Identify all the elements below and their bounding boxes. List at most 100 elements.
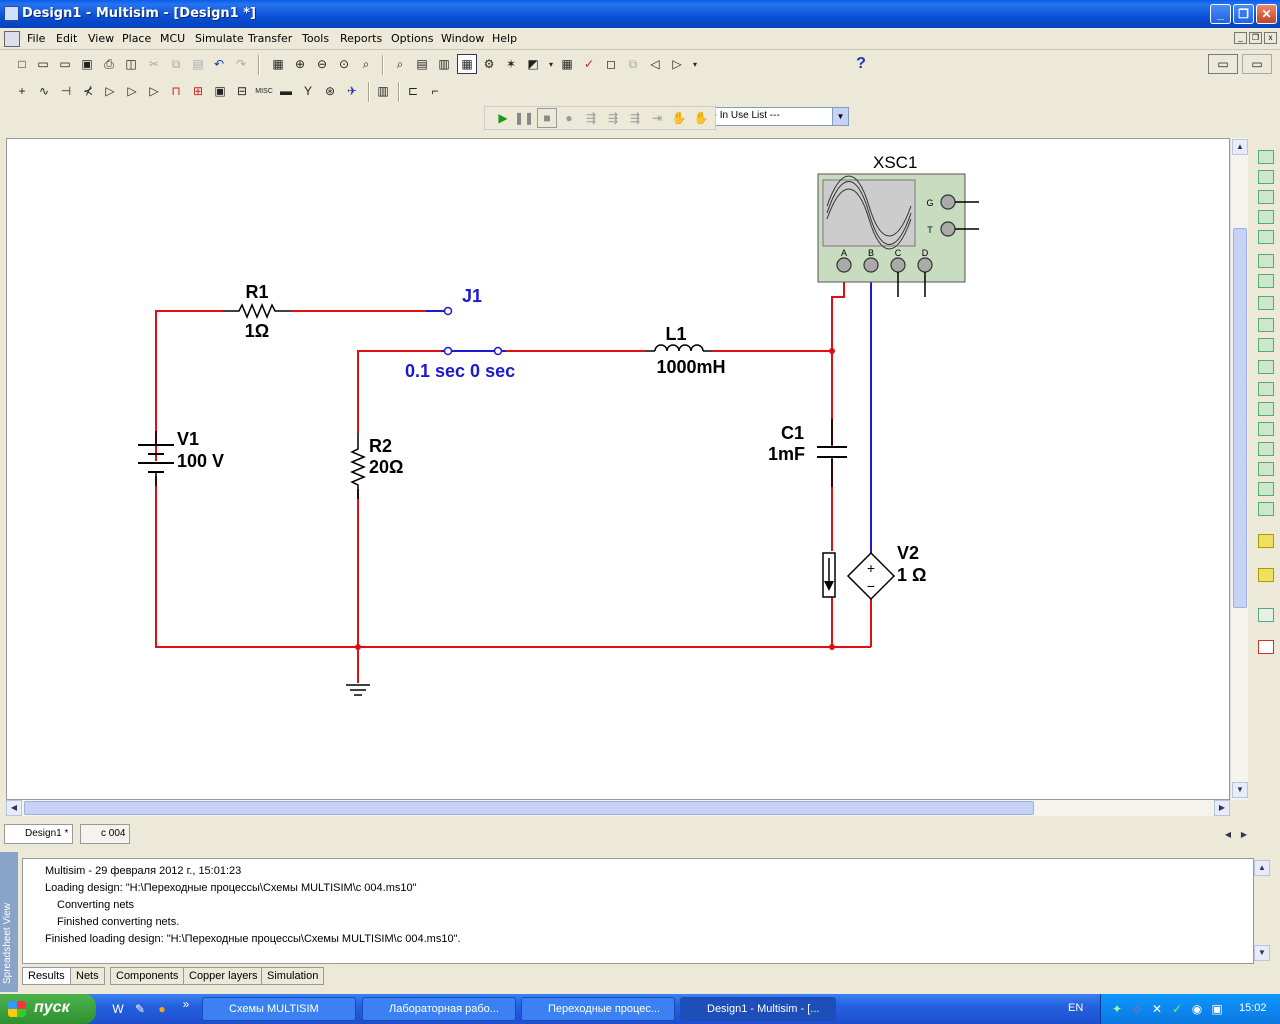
tray-volume-icon[interactable]: ✕ <box>1151 1002 1163 1016</box>
maximize-button[interactable]: ❐ <box>1233 4 1254 24</box>
run-to-cursor-icon[interactable]: ⇥ <box>651 111 663 125</box>
print-icon[interactable]: ⎙ <box>104 56 114 71</box>
tab-design1[interactable]: Design1 * <box>4 824 74 844</box>
spreadsheet-icon[interactable]: ▤ <box>416 57 428 71</box>
measurement-probe-icon[interactable] <box>1258 534 1274 548</box>
document-icon[interactable] <box>4 31 20 47</box>
xsc1-pin-g[interactable] <box>940 194 956 210</box>
in-use-list-select[interactable]: --- In Use List ---▼ <box>703 107 849 126</box>
run-icon[interactable]: ▶ <box>498 111 508 125</box>
menu-tools[interactable]: Tools <box>302 32 330 45</box>
tray-check-icon[interactable]: ✓ <box>1171 1002 1183 1016</box>
horizontal-scrollbar[interactable]: ◀ ▶ <box>6 800 1230 816</box>
quicklaunch-firefox-icon[interactable]: ● <box>158 1002 166 1016</box>
four-channel-scope-icon[interactable] <box>1258 230 1274 244</box>
ground-icon[interactable] <box>346 684 370 696</box>
language-indicator[interactable]: EN <box>1068 1002 1084 1014</box>
zoom-fit-icon[interactable]: ⌕ <box>362 56 370 71</box>
zoom-in-icon[interactable]: ⊕ <box>294 57 306 71</box>
mdi-minimize-button[interactable]: _ <box>1234 32 1247 44</box>
xsc1-pin-a[interactable] <box>836 257 852 273</box>
source-icon[interactable]: + <box>18 84 26 98</box>
power-icon[interactable]: ⊟ <box>236 84 248 98</box>
zoom-area-icon[interactable]: ⊙ <box>338 57 350 71</box>
xsc1-pin-t[interactable] <box>940 221 956 237</box>
database-icon[interactable]: ⚙ <box>483 57 495 71</box>
horizontal-scroll-thumb[interactable] <box>24 801 1034 815</box>
scroll-right-icon[interactable]: ▶ <box>1214 800 1230 816</box>
scroll-left-icon[interactable]: ◀ <box>6 800 22 816</box>
step-icon[interactable]: ● <box>565 111 573 125</box>
function-generator-icon[interactable] <box>1258 170 1274 184</box>
agilent-multimeter-icon[interactable] <box>1258 462 1274 476</box>
bode-plotter-icon[interactable] <box>1258 254 1274 268</box>
quicklaunch-more-icon[interactable]: » <box>182 997 190 1011</box>
logic-converter-icon[interactable] <box>1258 338 1274 352</box>
menu-place[interactable]: Place <box>122 32 152 45</box>
frequency-counter-icon[interactable] <box>1258 274 1274 288</box>
taskbar-item-multisim[interactable]: Design1 - Multisim - [... <box>680 997 836 1021</box>
wire-j1-r2[interactable] <box>357 350 441 433</box>
tektronix-probe-icon[interactable] <box>1258 640 1274 654</box>
show-marker-icon[interactable]: ◻ <box>606 57 616 71</box>
controlled-source-v2[interactable]: + − V2 1 Ω <box>822 543 926 601</box>
wire-scope-a[interactable] <box>831 271 845 445</box>
menu-simulate[interactable]: Simulate <box>195 32 244 45</box>
dropdown-arrow-icon[interactable]: ▾ <box>548 59 553 69</box>
resistor-r1[interactable]: R1 1Ω <box>223 282 291 341</box>
current-probe-icon[interactable] <box>1258 608 1274 622</box>
electromechanical-icon[interactable]: ⊛ <box>324 84 336 98</box>
analog-icon[interactable]: ▷ <box>105 84 115 98</box>
menu-edit[interactable]: Edit <box>56 32 78 45</box>
zoom-out-icon[interactable]: ⊖ <box>316 57 328 71</box>
undo-icon[interactable]: ↶ <box>213 57 225 71</box>
search-icon[interactable]: ⌕ <box>396 56 404 71</box>
start-button[interactable]: пуск <box>0 994 96 1024</box>
xsc1-pin-c[interactable] <box>890 257 906 273</box>
tab-scroll-right-icon[interactable]: ▶ <box>1240 830 1248 839</box>
log-scroll-down-icon[interactable]: ▼ <box>1254 945 1270 961</box>
minimize-button[interactable]: _ <box>1210 4 1231 24</box>
postprocessor-icon[interactable]: ◩ <box>527 57 539 71</box>
rf-icon[interactable]: Y <box>303 84 312 98</box>
labview-icon[interactable] <box>1258 568 1274 582</box>
menu-reports[interactable]: Reports <box>340 32 383 45</box>
tektronix-scope-icon[interactable] <box>1258 502 1274 516</box>
word-generator-icon[interactable] <box>1258 296 1274 310</box>
ttl-icon[interactable]: ▷ <box>127 84 137 98</box>
mcu-icon[interactable]: ✈ <box>346 84 358 98</box>
help-icon[interactable]: ? <box>856 55 866 72</box>
step-into-icon[interactable]: ⇶ <box>585 111 597 125</box>
capacitor-c1[interactable]: C1 1mF <box>768 419 847 487</box>
menu-mcu[interactable]: MCU <box>160 32 186 45</box>
grid-icon[interactable]: ▦ <box>457 54 477 74</box>
indicator-icon[interactable]: ▣ <box>214 84 226 98</box>
taskbar-item-transients[interactable]: Переходные процес... <box>521 997 675 1021</box>
logic-analyzer-icon[interactable] <box>1258 318 1274 332</box>
basic-icon[interactable]: ∿ <box>38 84 50 98</box>
taskbar-item-lab-work[interactable]: Лабораторная рабо... <box>362 997 516 1021</box>
cut-icon[interactable]: ✂ <box>148 57 160 71</box>
wire-icon[interactable]: ⌐ <box>431 84 439 98</box>
design-toolbox-icon[interactable]: ▥ <box>438 57 450 71</box>
iv-analyzer-icon[interactable] <box>1258 360 1274 374</box>
copy-icon[interactable]: ⧉ <box>171 56 181 71</box>
remove-breakpoints-icon[interactable]: ✋ <box>693 111 709 125</box>
forward-annotate-icon[interactable]: ▷ <box>672 57 682 71</box>
menu-transfer[interactable]: Transfer <box>248 32 293 45</box>
save-icon[interactable]: ▣ <box>81 57 93 71</box>
menu-window[interactable]: Window <box>441 32 485 45</box>
menu-view[interactable]: View <box>88 32 115 45</box>
wire-ground-rail[interactable] <box>155 476 871 648</box>
misc-digital-icon[interactable]: ⊓ <box>171 84 181 98</box>
tray-display-icon[interactable]: ▣ <box>1211 1002 1223 1016</box>
xsc1-pin-b[interactable] <box>863 257 879 273</box>
mixed-icon[interactable]: ⊞ <box>192 84 204 98</box>
tab-simulation[interactable]: Simulation <box>261 967 325 985</box>
pause-icon[interactable]: ❚❚ <box>513 111 535 125</box>
new-icon[interactable]: □ <box>18 57 26 71</box>
bus-icon[interactable]: ⊏ <box>407 84 419 98</box>
taskbar-item-folder[interactable]: Схемы MULTISIM <box>202 997 356 1021</box>
scroll-up-icon[interactable]: ▲ <box>1232 139 1248 155</box>
xsc1-pin-d[interactable] <box>917 257 933 273</box>
